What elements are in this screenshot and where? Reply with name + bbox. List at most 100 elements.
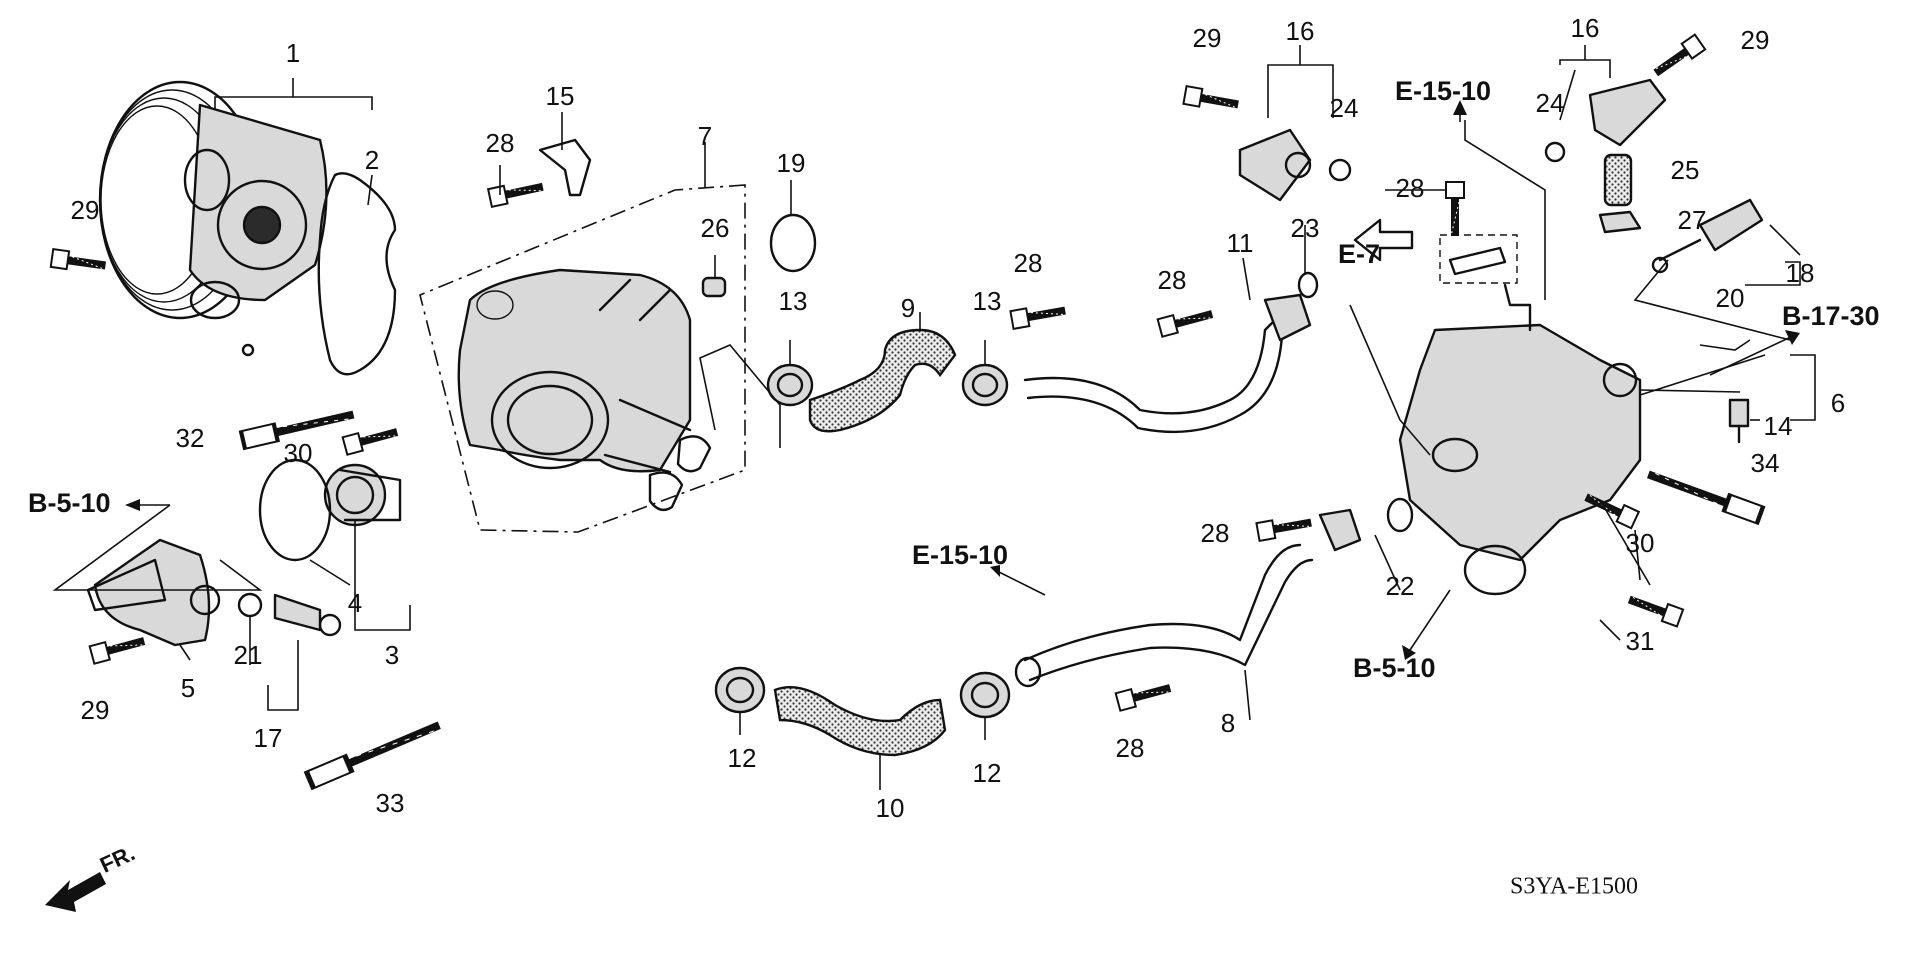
bolt-28-a [488, 178, 545, 207]
thermostat [323, 463, 402, 527]
sensor-18 [1658, 198, 1764, 262]
callout-30a: 30 [284, 438, 313, 468]
callout-1: 1 [286, 38, 300, 68]
callout-28b: 28 [1014, 248, 1043, 278]
ref-e7: E-7 [1338, 239, 1380, 269]
o-ring-22 [1386, 497, 1414, 533]
leader-lines [52, 45, 1816, 790]
bolt-33 [306, 717, 442, 788]
callout-7: 7 [698, 121, 712, 151]
bolt-28-d [1446, 182, 1464, 236]
callout-24a: 24 [1330, 93, 1359, 123]
callout-5: 5 [181, 673, 195, 703]
callout-11: 11 [1227, 228, 1254, 258]
callout-16b: 16 [1571, 13, 1600, 43]
hose-clamp-12b [959, 671, 1011, 719]
sensor-16b [1588, 78, 1667, 147]
callout-12b: 12 [973, 758, 1002, 788]
collar-26 [701, 276, 727, 298]
ref-b5-10-bottom: B-5-10 [1353, 653, 1436, 683]
callout-9: 9 [901, 293, 915, 323]
water-pipe-8 [1023, 543, 1314, 682]
callout-10: 10 [876, 793, 905, 823]
callout-34: 34 [1751, 448, 1780, 478]
callout-23: 23 [1291, 213, 1320, 243]
o-ring-19 [769, 213, 817, 273]
thermostat-housing [457, 268, 712, 512]
bolt-30-a [343, 423, 400, 454]
diagram-code: S3YA-E1500 [1510, 874, 1638, 900]
callout-28f: 28 [1116, 733, 1145, 763]
water-inlet [86, 538, 221, 647]
filter-25 [1603, 153, 1633, 207]
ref-arrows [125, 100, 1800, 660]
bracket-15 [538, 138, 592, 197]
bolt-29-inlet [90, 632, 147, 663]
callout-29c: 29 [1193, 23, 1222, 53]
callout-2: 2 [365, 145, 379, 175]
callout-28c: 28 [1158, 265, 1187, 295]
callout-4: 4 [348, 588, 362, 618]
clip-27 [1598, 210, 1642, 234]
front-direction-arrow: FR. [45, 840, 139, 912]
bolt-28-b [1010, 302, 1066, 329]
temperature-sensor-17 [273, 593, 342, 637]
callout-31: 31 [1626, 626, 1655, 656]
callout-12a: 12 [728, 743, 757, 773]
front-direction-label: FR. [96, 840, 139, 878]
pump-gasket [317, 172, 397, 376]
o-ring-23 [1297, 271, 1319, 299]
hose-clamp-13b [961, 363, 1009, 407]
bracket-e7 [1448, 246, 1507, 276]
water-pump [98, 80, 328, 357]
o-ring-24a [1328, 158, 1352, 182]
callout-6: 6 [1831, 388, 1845, 418]
bolt-29-top-right [1651, 35, 1706, 81]
callout-17: 17 [254, 723, 283, 753]
callout-32: 32 [176, 423, 205, 453]
callout-29d: 29 [1741, 25, 1770, 55]
callout-18: 18 [1786, 258, 1815, 288]
callout-3: 3 [385, 640, 399, 670]
water-passage [1398, 283, 1642, 596]
callout-13a: 13 [779, 286, 808, 316]
o-ring-24b [1544, 141, 1566, 163]
callout-27: 27 [1678, 205, 1707, 235]
callout-28a: 28 [486, 128, 515, 158]
bolt-29-left [51, 249, 107, 274]
callout-15: 15 [546, 81, 575, 111]
callout-28d: 28 [1396, 173, 1425, 203]
callout-30b: 30 [1626, 528, 1655, 558]
callout-24b: 24 [1536, 88, 1565, 118]
callout-25: 25 [1671, 155, 1700, 185]
callout-numbers: 1 2 3 4 5 6 7 8 9 10 11 12 12 13 13 14 1… [71, 13, 1846, 823]
bracket-dash-box [1439, 234, 1518, 284]
callout-8: 8 [1221, 708, 1235, 738]
bolt-28-f [1116, 679, 1173, 710]
callout-20: 20 [1716, 283, 1745, 313]
bolt-28-c [1158, 305, 1215, 336]
callout-29b: 29 [81, 695, 110, 725]
callout-13b: 13 [973, 286, 1002, 316]
hose-clamp-12a [714, 666, 766, 714]
ref-b17-30: B-17-30 [1782, 301, 1880, 331]
hose-9 [808, 328, 957, 433]
housing-dash-frame [419, 184, 746, 533]
ref-e15-10-bottom: E-15-10 [912, 540, 1008, 570]
water-pipe-11-flange [1263, 293, 1312, 342]
callout-33: 33 [376, 788, 405, 818]
o-ring-20 [1651, 256, 1669, 274]
bolt-28-e [1256, 514, 1312, 541]
callout-14: 14 [1764, 411, 1793, 441]
water-pipe-8-flange [1318, 508, 1362, 552]
o-ring-21 [237, 592, 263, 618]
reference-labels: E-15-10 E-15-10 E-7 B-5-10 B-5-10 B-17-3… [28, 76, 1880, 683]
callout-29a: 29 [71, 195, 100, 225]
thermostat-gasket [258, 458, 332, 562]
ref-b5-10-left: B-5-10 [28, 488, 111, 518]
ref-e15-10-top: E-15-10 [1395, 76, 1491, 106]
hose-clamp-13a [766, 363, 814, 407]
callout-26: 26 [701, 213, 730, 243]
